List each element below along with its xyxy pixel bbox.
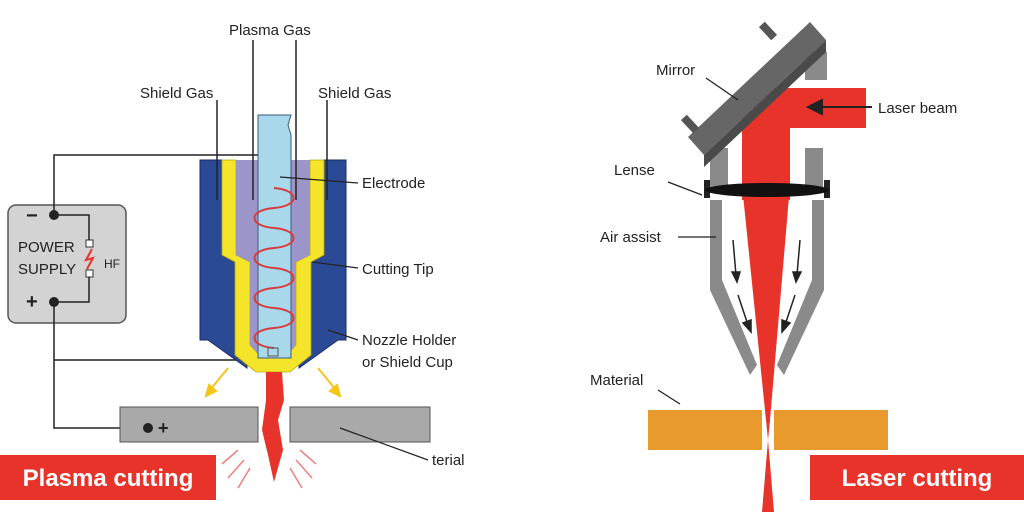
power-supply: POWER SUPPLY HF − +: [7, 204, 127, 324]
plasma-gas-label: Plasma Gas: [229, 22, 311, 39]
laser-beam-label: Laser beam: [878, 100, 957, 117]
workpiece-plus-label: +: [158, 418, 169, 438]
air-assist-flow: [730, 239, 803, 334]
air-assist-label: Air assist: [600, 229, 662, 246]
laser-banner: [810, 455, 1024, 500]
workpiece-right: [289, 406, 431, 443]
hf-label: HF: [104, 257, 120, 271]
lense-label: Lense: [614, 162, 655, 179]
laser-focus-cone: [742, 140, 790, 512]
power-supply-label-line1: POWER: [18, 239, 75, 256]
mirror-label: Mirror: [656, 62, 695, 79]
material-label-laser: Material: [590, 372, 643, 389]
hf-spark-icon: [83, 248, 96, 270]
electrode: [257, 114, 292, 359]
cutting-tip-label: Cutting Tip: [362, 261, 434, 278]
laser-beam-arrow: [805, 98, 872, 116]
sparks: [221, 449, 317, 489]
shield-gas-flow: [204, 367, 342, 398]
nozzle-holder-label-line2: or Shield Cup: [362, 354, 453, 371]
lens: [704, 180, 830, 198]
plasma-banner: [0, 455, 216, 500]
laser-material-left: [648, 410, 762, 450]
shield-gas-left-label: Shield Gas: [140, 85, 213, 102]
material-label-plasma: terial: [432, 452, 465, 469]
plasma-arc: [262, 372, 284, 482]
plus-terminal-label: +: [26, 291, 38, 313]
electrode-label: Electrode: [362, 175, 425, 192]
shield-gas-right-label: Shield Gas: [318, 85, 391, 102]
wiring: [53, 154, 272, 429]
minus-terminal-label: −: [26, 205, 38, 227]
mirror: [680, 21, 826, 167]
laser-diagram: Mirror Laser beam Lense Air assist Mater…: [590, 21, 1024, 512]
plasma-diagram: POWER SUPPLY HF − +: [0, 22, 465, 500]
laser-banner-text: Laser cutting: [842, 465, 993, 492]
plasma-torch: [199, 40, 347, 373]
nozzle-holder-label-line1: Nozzle Holder: [362, 332, 456, 349]
workpiece-left: [119, 406, 259, 443]
heating-coil: [253, 187, 295, 349]
laser-material-right: [774, 410, 888, 450]
power-supply-label-line2: SUPPLY: [18, 261, 76, 278]
plasma-banner-text: Plasma cutting: [23, 465, 194, 492]
